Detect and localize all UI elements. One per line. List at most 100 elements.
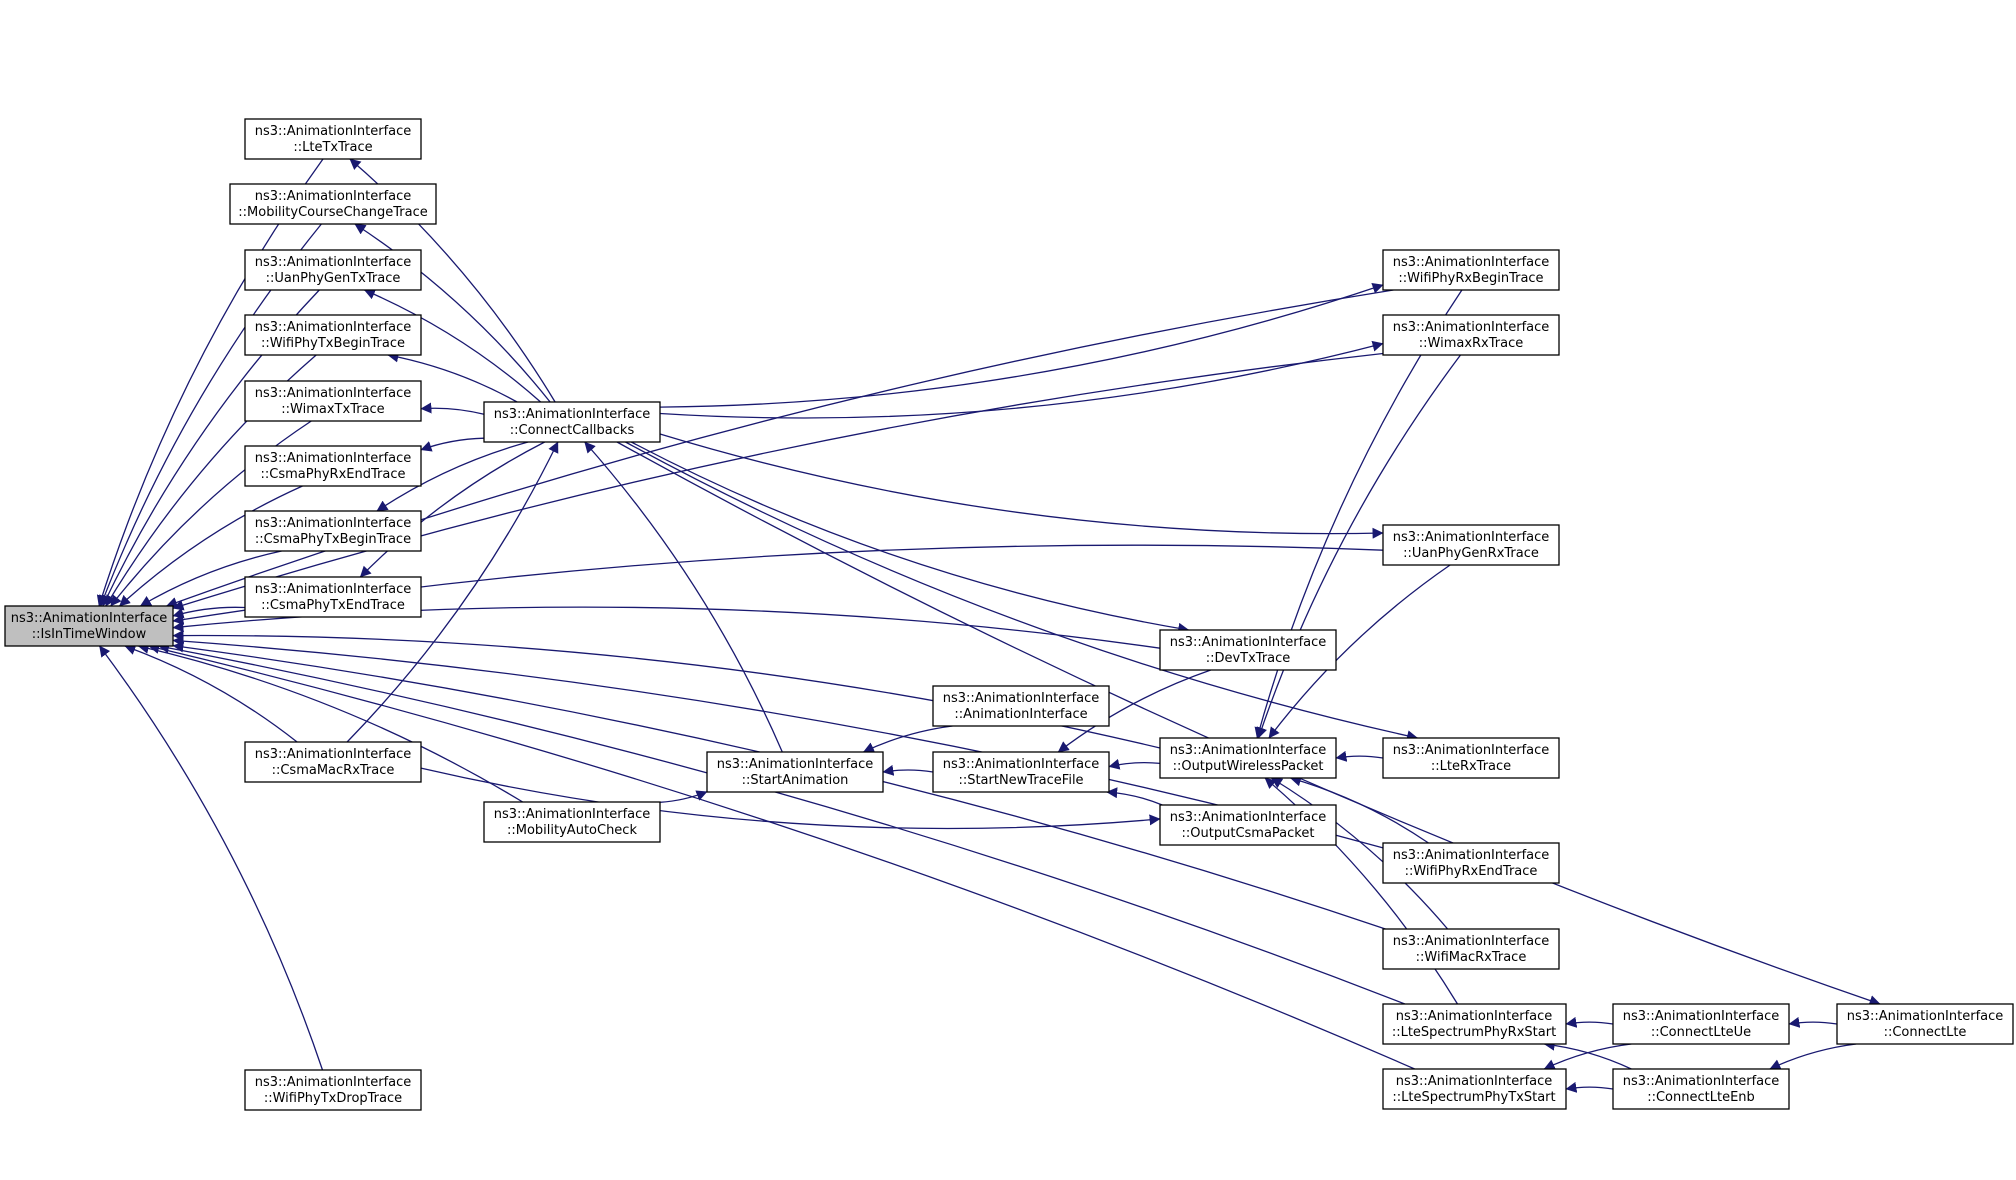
node-label-line2: ::WifiPhyTxDropTrace: [264, 1091, 402, 1106]
node-label-line2: ::CsmaPhyRxEndTrace: [261, 467, 406, 482]
call-edge-lteSpecRx-to-root: [158, 642, 1406, 1005]
node-csma-phy-tx-begin-trace[interactable]: ns3::AnimationInterface ::CsmaPhyTxBegin…: [244, 510, 422, 552]
node-csma-mac-rx-trace[interactable]: ns3::AnimationInterface ::CsmaMacRxTrace: [244, 741, 422, 783]
node-label-line1: ns3::AnimationInterface: [1170, 635, 1327, 650]
node-mobility-auto-check[interactable]: ns3::AnimationInterface ::MobilityAutoCh…: [483, 801, 661, 843]
node-mobility-course-change-trace[interactable]: ns3::AnimationInterface ::MobilityCourse…: [229, 183, 437, 225]
call-edge-csmaMacRx-to-connectCallbacks: [346, 441, 559, 743]
node-uan-phy-gen-tx-trace[interactable]: ns3::AnimationInterface ::UanPhyGenTxTra…: [244, 249, 422, 291]
node-wifi-phy-rx-begin-trace[interactable]: ns3::AnimationInterface ::WifiPhyRxBegin…: [1382, 249, 1560, 291]
call-edge-wifiPhyRxEnd-to-root: [172, 635, 1384, 849]
call-edge-connectCallbacks-to-csmaPhyTxBegin: [376, 441, 529, 512]
node-uan-phy-gen-rx-trace[interactable]: ns3::AnimationInterface ::UanPhyGenRxTra…: [1382, 524, 1560, 566]
node-label-line2: ::WimaxRxTrace: [1419, 336, 1523, 351]
node-label-line1: ns3::AnimationInterface: [11, 611, 168, 626]
node-dev-tx-trace[interactable]: ns3::AnimationInterface ::DevTxTrace: [1159, 629, 1337, 671]
node-label-line2: ::WifiPhyRxBeginTrace: [1398, 271, 1543, 286]
node-label-line1: ns3::AnimationInterface: [1170, 743, 1327, 758]
node-wimax-tx-trace[interactable]: ns3::AnimationInterface ::WimaxTxTrace: [244, 380, 422, 422]
node-wifi-mac-rx-trace[interactable]: ns3::AnimationInterface ::WifiMacRxTrace: [1382, 928, 1560, 970]
call-edge-uanGenRx-to-outWireless: [1268, 564, 1451, 739]
node-label-line1: ns3::AnimationInterface: [494, 407, 651, 422]
call-edge-lteSpecRx-to-outWireless: [1264, 777, 1459, 1005]
call-edge-csmaPhyRxEnd-to-root: [119, 485, 303, 607]
call-edge-connectLteUe-to-lteSpecTx: [1543, 1043, 1632, 1070]
call-edge-connectCallbacks-to-csmaPhyTxEnd: [359, 441, 545, 578]
node-label-line1: ns3::AnimationInterface: [1170, 810, 1327, 825]
node-label-line1: ns3::AnimationInterface: [943, 691, 1100, 706]
node-is-in-time-window[interactable]: ns3::AnimationInterface ::IsInTimeWindow: [4, 605, 174, 647]
node-output-wireless-packet[interactable]: ns3::AnimationInterface ::OutputWireless…: [1159, 737, 1337, 779]
node-label-line2: ::OutputCsmaPacket: [1182, 826, 1315, 841]
node-lte-tx-trace[interactable]: ns3::AnimationInterface ::LteTxTrace: [244, 118, 422, 160]
call-edge-animCtor-to-startAnimation: [863, 725, 953, 753]
node-label-line2: ::ConnectLteEnb: [1647, 1090, 1755, 1105]
node-label-line2: ::WifiPhyRxEndTrace: [1405, 864, 1538, 879]
call-edge-wifiMacRx-to-outWireless: [1270, 777, 1449, 930]
node-label-line1: ns3::AnimationInterface: [1393, 848, 1550, 863]
node-label-line2: ::CsmaMacRxTrace: [272, 763, 395, 778]
node-connect-callbacks[interactable]: ns3::AnimationInterface ::ConnectCallbac…: [483, 401, 661, 443]
call-edge-lteSpecTx-to-root: [148, 643, 1415, 1070]
node-label-line2: ::UanPhyGenTxTrace: [266, 271, 401, 286]
call-edge-outCsma-to-startNewTrace: [1106, 787, 1163, 806]
call-edge-connectLteEnb-to-lteSpecRx: [1543, 1039, 1632, 1070]
node-wifi-phy-tx-drop-trace[interactable]: ns3::AnimationInterface ::WifiPhyTxDropT…: [244, 1069, 422, 1111]
call-edge-connectCallbacks-to-wifiPhyTxBegin: [387, 351, 518, 403]
node-label-line2: ::WifiMacRxTrace: [1416, 950, 1527, 965]
node-label-line1: ns3::AnimationInterface: [255, 386, 412, 401]
call-edge-connectCallbacks-to-uanGenTx: [363, 289, 542, 403]
call-edge-connectCallbacks-to-mobCourse: [354, 223, 551, 403]
node-start-animation[interactable]: ns3::AnimationInterface ::StartAnimation: [706, 751, 884, 793]
call-edge-mobAutoCheck-to-root: [137, 642, 524, 803]
node-wifi-phy-rx-end-trace[interactable]: ns3::AnimationInterface ::WifiPhyRxEndTr…: [1382, 842, 1560, 884]
node-connect-lte[interactable]: ns3::AnimationInterface ::ConnectLte: [1836, 1003, 2014, 1045]
node-lte-spectrum-phy-rx-start[interactable]: ns3::AnimationInterface ::LteSpectrumPhy…: [1382, 1003, 1567, 1045]
node-label-line1: ns3::AnimationInterface: [255, 255, 412, 270]
node-lte-spectrum-phy-tx-start[interactable]: ns3::AnimationInterface ::LteSpectrumPhy…: [1382, 1068, 1567, 1110]
node-label-line1: ns3::AnimationInterface: [1393, 743, 1550, 758]
node-label-line2: ::CsmaPhyTxBeginTrace: [255, 532, 411, 547]
node-connect-lte-ue[interactable]: ns3::AnimationInterface ::ConnectLteUe: [1612, 1003, 1790, 1045]
call-edge-outWireless-to-startNewTrace: [1108, 758, 1161, 770]
node-label-line2: ::ConnectCallbacks: [510, 423, 635, 438]
node-label-line1: ns3::AnimationInterface: [255, 320, 412, 335]
node-label-line2: ::ConnectLteUe: [1651, 1025, 1751, 1040]
node-label-line1: ns3::AnimationInterface: [1393, 255, 1550, 270]
call-edge-wimaxRx-to-outWireless: [1256, 354, 1462, 739]
node-label-line2: ::CsmaPhyTxEndTrace: [261, 598, 405, 613]
node-label-line2: ::LteRxTrace: [1431, 759, 1511, 774]
node-label-line1: ns3::AnimationInterface: [943, 757, 1100, 772]
call-edge-connectCallbacks-to-wimaxRx: [659, 340, 1384, 419]
node-label-line1: ns3::AnimationInterface: [255, 124, 412, 139]
node-label-line1: ns3::AnimationInterface: [1396, 1074, 1553, 1089]
node-label-line1: ns3::AnimationInterface: [255, 747, 412, 762]
call-edge-startNewTrace-to-startAnimation: [882, 764, 934, 776]
node-start-new-trace-file[interactable]: ns3::AnimationInterface ::StartNewTraceF…: [932, 751, 1110, 793]
call-edge-connectCallbacks-to-lteRx: [625, 441, 1419, 742]
call-edge-startAnimation-to-connectCallbacks: [584, 441, 783, 753]
node-label-line1: ns3::AnimationInterface: [1396, 1009, 1553, 1024]
call-edge-wimaxTx-to-root: [110, 420, 312, 607]
call-edge-wifiPhyTxDrop-to-root: [98, 645, 324, 1071]
node-label-line2: ::AnimationInterface: [954, 707, 1087, 722]
node-animation-interface-ctor[interactable]: ns3::AnimationInterface ::AnimationInter…: [932, 685, 1110, 727]
node-csma-phy-rx-end-trace[interactable]: ns3::AnimationInterface ::CsmaPhyRxEndTr…: [244, 445, 422, 487]
node-label-line2: ::StartAnimation: [742, 773, 849, 788]
call-edge-csmaMacRx-to-root: [124, 644, 298, 743]
node-lte-rx-trace[interactable]: ns3::AnimationInterface ::LteRxTrace: [1382, 737, 1560, 779]
call-edge-connectCallbacks-to-csmaPhyRxEnd: [420, 437, 485, 452]
node-csma-phy-tx-end-trace[interactable]: ns3::AnimationInterface ::CsmaPhyTxEndTr…: [244, 576, 422, 618]
node-label-line2: ::IsInTimeWindow: [32, 627, 147, 642]
node-wimax-rx-trace[interactable]: ns3::AnimationInterface ::WimaxRxTrace: [1382, 314, 1560, 356]
node-connect-lte-enb[interactable]: ns3::AnimationInterface ::ConnectLteEnb: [1612, 1068, 1790, 1110]
call-edge-connectLteUe-to-lteSpecRx: [1565, 1016, 1614, 1028]
node-label-line2: ::ConnectLte: [1884, 1025, 1967, 1040]
call-edge-connectCallbacks-to-wifiPhyRxBegin: [659, 283, 1384, 408]
node-output-csma-packet[interactable]: ns3::AnimationInterface ::OutputCsmaPack…: [1159, 804, 1337, 846]
node-wifi-phy-tx-begin-trace[interactable]: ns3::AnimationInterface ::WifiPhyTxBegin…: [244, 314, 422, 356]
node-label-line1: ns3::AnimationInterface: [255, 1075, 412, 1090]
node-label-line2: ::DevTxTrace: [1206, 651, 1291, 666]
node-label-line1: ns3::AnimationInterface: [494, 807, 651, 822]
